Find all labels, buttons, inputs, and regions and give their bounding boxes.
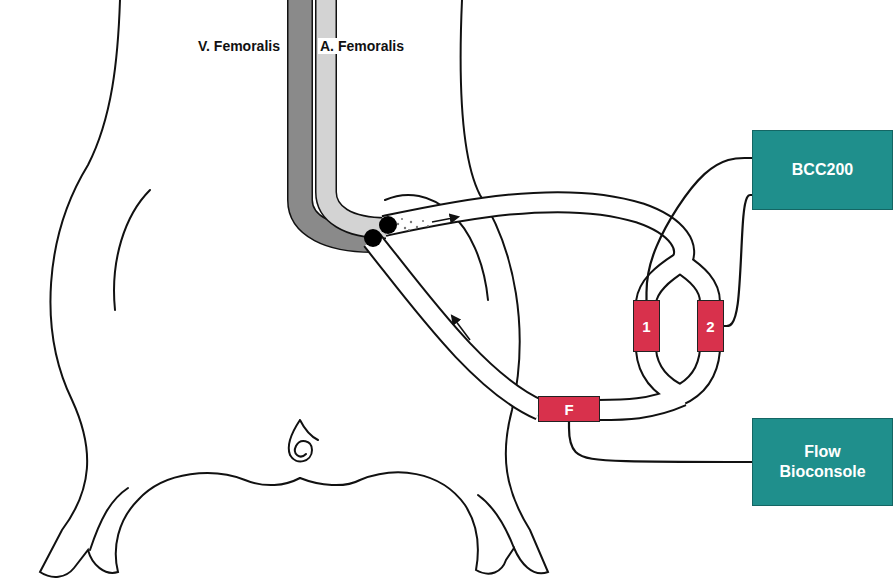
flow-arrow [432, 217, 458, 222]
node-label: 1 [642, 318, 650, 335]
pig-outline [40, 0, 548, 577]
blood-dots [397, 218, 429, 231]
leg-line [478, 495, 514, 548]
tail-curl [289, 420, 318, 461]
signal-wire [724, 195, 752, 326]
node-label: 2 [706, 318, 714, 335]
signal-wire [647, 158, 753, 300]
sensor-box: F [538, 396, 600, 422]
tubing [372, 202, 710, 410]
device-box: Flow Bioconsole [752, 418, 893, 506]
vessel-label: A. Femoralis [318, 38, 406, 54]
clamp-dot [364, 229, 382, 247]
thigh-line [114, 190, 150, 310]
leg-line [90, 488, 128, 550]
signal-wire [569, 422, 752, 462]
node-label: F [564, 401, 573, 418]
sensor-box: 1 [633, 300, 660, 352]
sensor-box: 2 [697, 300, 724, 352]
flow-arrow [452, 316, 470, 340]
femoral-vessels [300, 0, 386, 240]
vessel-label: V. Femoralis [196, 38, 282, 54]
clamp-dot [379, 216, 397, 234]
node-label: Flow Bioconsole [773, 442, 873, 482]
node-label: BCC200 [792, 160, 853, 180]
device-box: BCC200 [752, 130, 893, 210]
